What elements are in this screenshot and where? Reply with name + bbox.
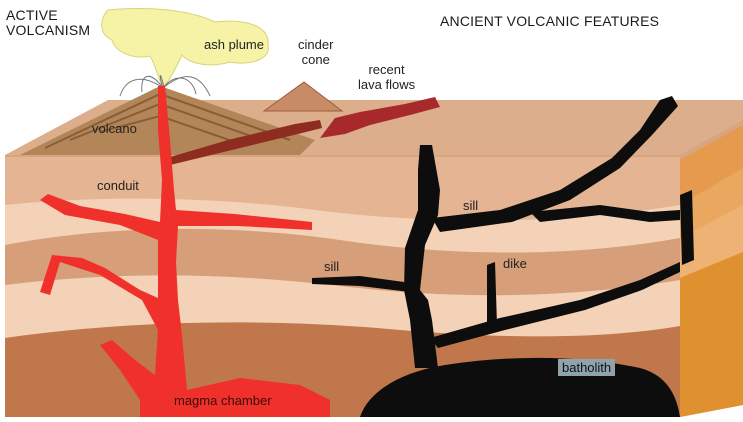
recent-lava-flows-label: recent lava flows: [358, 62, 415, 92]
sill-lower-label: sill: [324, 259, 339, 274]
cinder-cone-label: cinder cone: [298, 37, 333, 67]
block-side-lower: [680, 252, 743, 417]
recent-lava-flows-line-1: recent: [358, 62, 415, 77]
side-dike: [680, 190, 694, 265]
active-volcanism-line-1: ACTIVE: [6, 8, 90, 23]
volcano-label: volcano: [92, 121, 137, 136]
dike-label: dike: [503, 256, 527, 271]
batholith-label: batholith: [558, 359, 615, 376]
ash-plume-label: ash plume: [204, 37, 264, 52]
ancient-features-title: ANCIENT VOLCANIC FEATURES: [440, 14, 659, 29]
cinder-cone-line-2: cone: [298, 52, 333, 67]
cinder-cone-line-1: cinder: [298, 37, 333, 52]
active-volcanism-title: ACTIVE VOLCANISM: [6, 8, 90, 38]
sill-upper-label: sill: [463, 198, 478, 213]
cinder-cone-shape: [264, 82, 342, 111]
active-volcanism-line-2: VOLCANISM: [6, 23, 90, 38]
magma-chamber-label: magma chamber: [174, 393, 272, 408]
conduit-label: conduit: [97, 178, 139, 193]
recent-lava-flows-line-2: lava flows: [358, 77, 415, 92]
